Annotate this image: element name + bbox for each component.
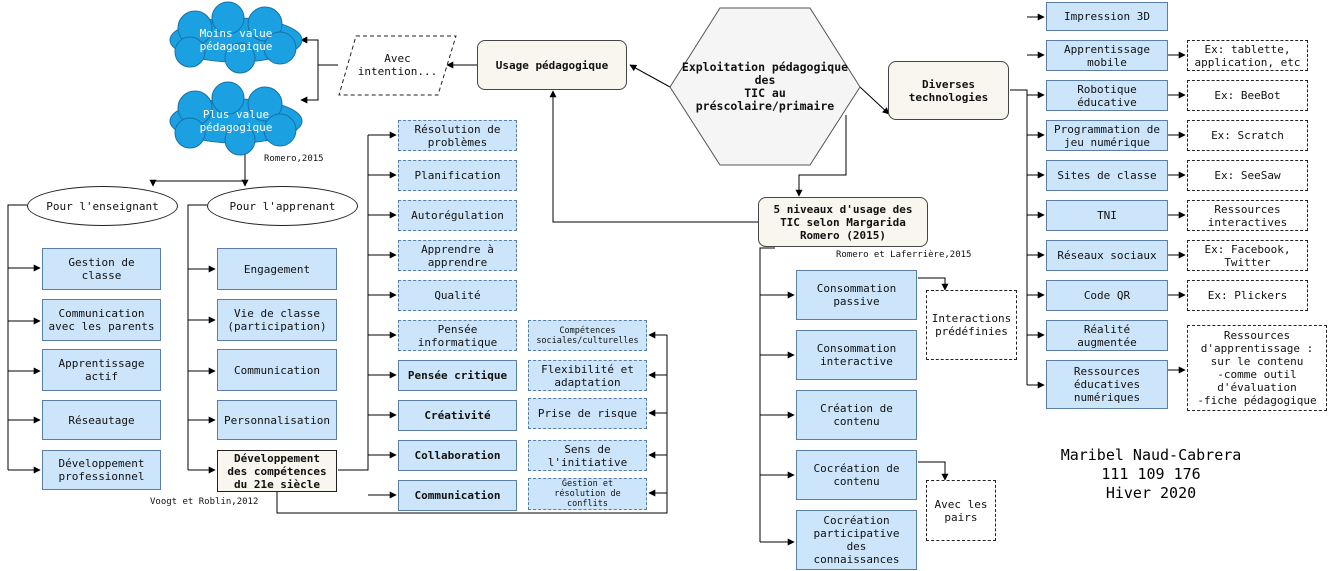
competence-item[interactable]: Autorégulation bbox=[398, 200, 517, 231]
avec-les-pairs-node[interactable]: Avec les pairs bbox=[926, 480, 996, 541]
competence-item[interactable]: Pensée critique bbox=[398, 360, 517, 391]
usage-pedagogique-node[interactable]: Usage pédagogique bbox=[477, 40, 627, 90]
technology-item[interactable]: Apprentissage mobile bbox=[1046, 40, 1168, 71]
niveau-item[interactable]: Cocréation participative des connaissanc… bbox=[796, 510, 917, 570]
competence-side-item[interactable]: Gestion et résolution de conflits bbox=[528, 478, 647, 510]
enseignant-item[interactable]: Apprentissage actif bbox=[42, 349, 161, 391]
competence-side-item[interactable]: Flexibilité et adaptation bbox=[528, 360, 647, 391]
enseignant-item[interactable]: Réseautage bbox=[42, 400, 161, 440]
niveau-item[interactable]: Consommation interactive bbox=[796, 330, 917, 380]
author-signature: Maribel Naud-Cabrera 111 109 176 Hiver 2… bbox=[1060, 446, 1242, 502]
enseignant-item[interactable]: Communication avec les parents bbox=[42, 299, 161, 341]
competence-side-item[interactable]: Prise de risque bbox=[528, 398, 647, 429]
competence-item[interactable]: Planification bbox=[398, 160, 517, 191]
moins-value-cloud[interactable]: Moins value pédagogique bbox=[199, 27, 273, 53]
apprenant-item[interactable]: Communication bbox=[217, 349, 337, 391]
pour-apprenant-node[interactable]: Pour l'apprenant bbox=[207, 186, 358, 226]
avec-intention-node[interactable]: Avec intention... bbox=[357, 52, 438, 78]
technology-item[interactable]: Réalité augmentée bbox=[1046, 320, 1168, 351]
enseignant-item[interactable]: Gestion de classe bbox=[42, 248, 161, 290]
cloud-shape-plus bbox=[169, 81, 303, 156]
competence-item[interactable]: Apprendre à apprendre bbox=[398, 240, 517, 271]
competence-side-item[interactable]: Compétences sociales/culturelles bbox=[528, 320, 647, 351]
apprenant-item[interactable]: Vie de classe (participation) bbox=[217, 299, 337, 341]
technology-example[interactable]: Ex: Facebook, Twitter bbox=[1187, 240, 1308, 271]
apprenant-item[interactable]: Engagement bbox=[217, 248, 337, 290]
interactions-predefinies-node[interactable]: Interactions prédéfinies bbox=[926, 290, 1017, 360]
pour-enseignant-node[interactable]: Pour l'enseignant bbox=[27, 186, 178, 226]
competence-item[interactable]: Pensée informatique bbox=[398, 320, 517, 351]
niveaux-usage-node[interactable]: 5 niveaux d'usage des TIC selon Margarid… bbox=[758, 197, 928, 247]
technology-example[interactable]: Ex: Scratch bbox=[1187, 120, 1308, 151]
technology-item[interactable]: Impression 3D bbox=[1046, 2, 1168, 31]
technology-example[interactable]: Ex: tablette, application, etc bbox=[1187, 40, 1308, 71]
technology-example[interactable]: Ressources d'apprentissage : sur le cont… bbox=[1187, 325, 1327, 411]
technology-item[interactable]: Ressources éducatives numériques bbox=[1046, 360, 1168, 409]
technology-example[interactable]: Ex: SeeSaw bbox=[1187, 160, 1308, 191]
center-title: Exploitation pédagogique des TIC au prés… bbox=[681, 60, 849, 113]
romero-laferriere-reference: Romero et Laferrière,2015 bbox=[836, 250, 972, 260]
technology-item[interactable]: TNI bbox=[1046, 200, 1168, 231]
center-hexagon bbox=[669, 7, 861, 166]
technology-item[interactable]: Code QR bbox=[1046, 280, 1168, 311]
technology-item[interactable]: Réseaux sociaux bbox=[1046, 240, 1168, 271]
technology-item[interactable]: Robotique éducative bbox=[1046, 80, 1168, 111]
competence-item[interactable]: Communication bbox=[398, 480, 517, 511]
competence-side-item[interactable]: Sens de l'initiative bbox=[528, 440, 647, 471]
competence-item[interactable]: Créativité bbox=[398, 400, 517, 431]
apprenant-item[interactable]: Personnalisation bbox=[217, 400, 337, 440]
niveau-item[interactable]: Consommation passive bbox=[796, 270, 917, 320]
competence-item[interactable]: Collaboration bbox=[398, 440, 517, 471]
voogt-roblin-reference: Voogt et Roblin,2012 bbox=[150, 497, 259, 507]
niveau-item[interactable]: Cocréation de contenu bbox=[796, 450, 917, 500]
parallelogram-shape bbox=[338, 35, 457, 96]
diverses-technologies-node[interactable]: Diverses technologies bbox=[888, 61, 1009, 120]
competence-item[interactable]: Résolution de problèmes bbox=[398, 120, 517, 151]
technology-item[interactable]: Sites de classe bbox=[1046, 160, 1168, 191]
cloud-shape-moins bbox=[169, 1, 303, 74]
technology-item[interactable]: Programmation de jeu numérique bbox=[1046, 120, 1168, 151]
romero-reference: Romero,2015 bbox=[264, 154, 324, 164]
technology-example[interactable]: Ex: Plickers bbox=[1187, 280, 1308, 311]
technology-example[interactable]: Ressources interactives bbox=[1187, 200, 1308, 231]
enseignant-item[interactable]: Développement professionnel bbox=[42, 450, 161, 490]
competence-item[interactable]: Qualité bbox=[398, 280, 517, 311]
niveau-item[interactable]: Création de contenu bbox=[796, 390, 917, 440]
developpement-competences-node[interactable]: Développement des compétences du 21e siè… bbox=[217, 450, 337, 492]
plus-value-cloud[interactable]: Plus value pédagogique bbox=[199, 108, 273, 134]
technology-example[interactable]: Ex: BeeBot bbox=[1187, 80, 1308, 111]
